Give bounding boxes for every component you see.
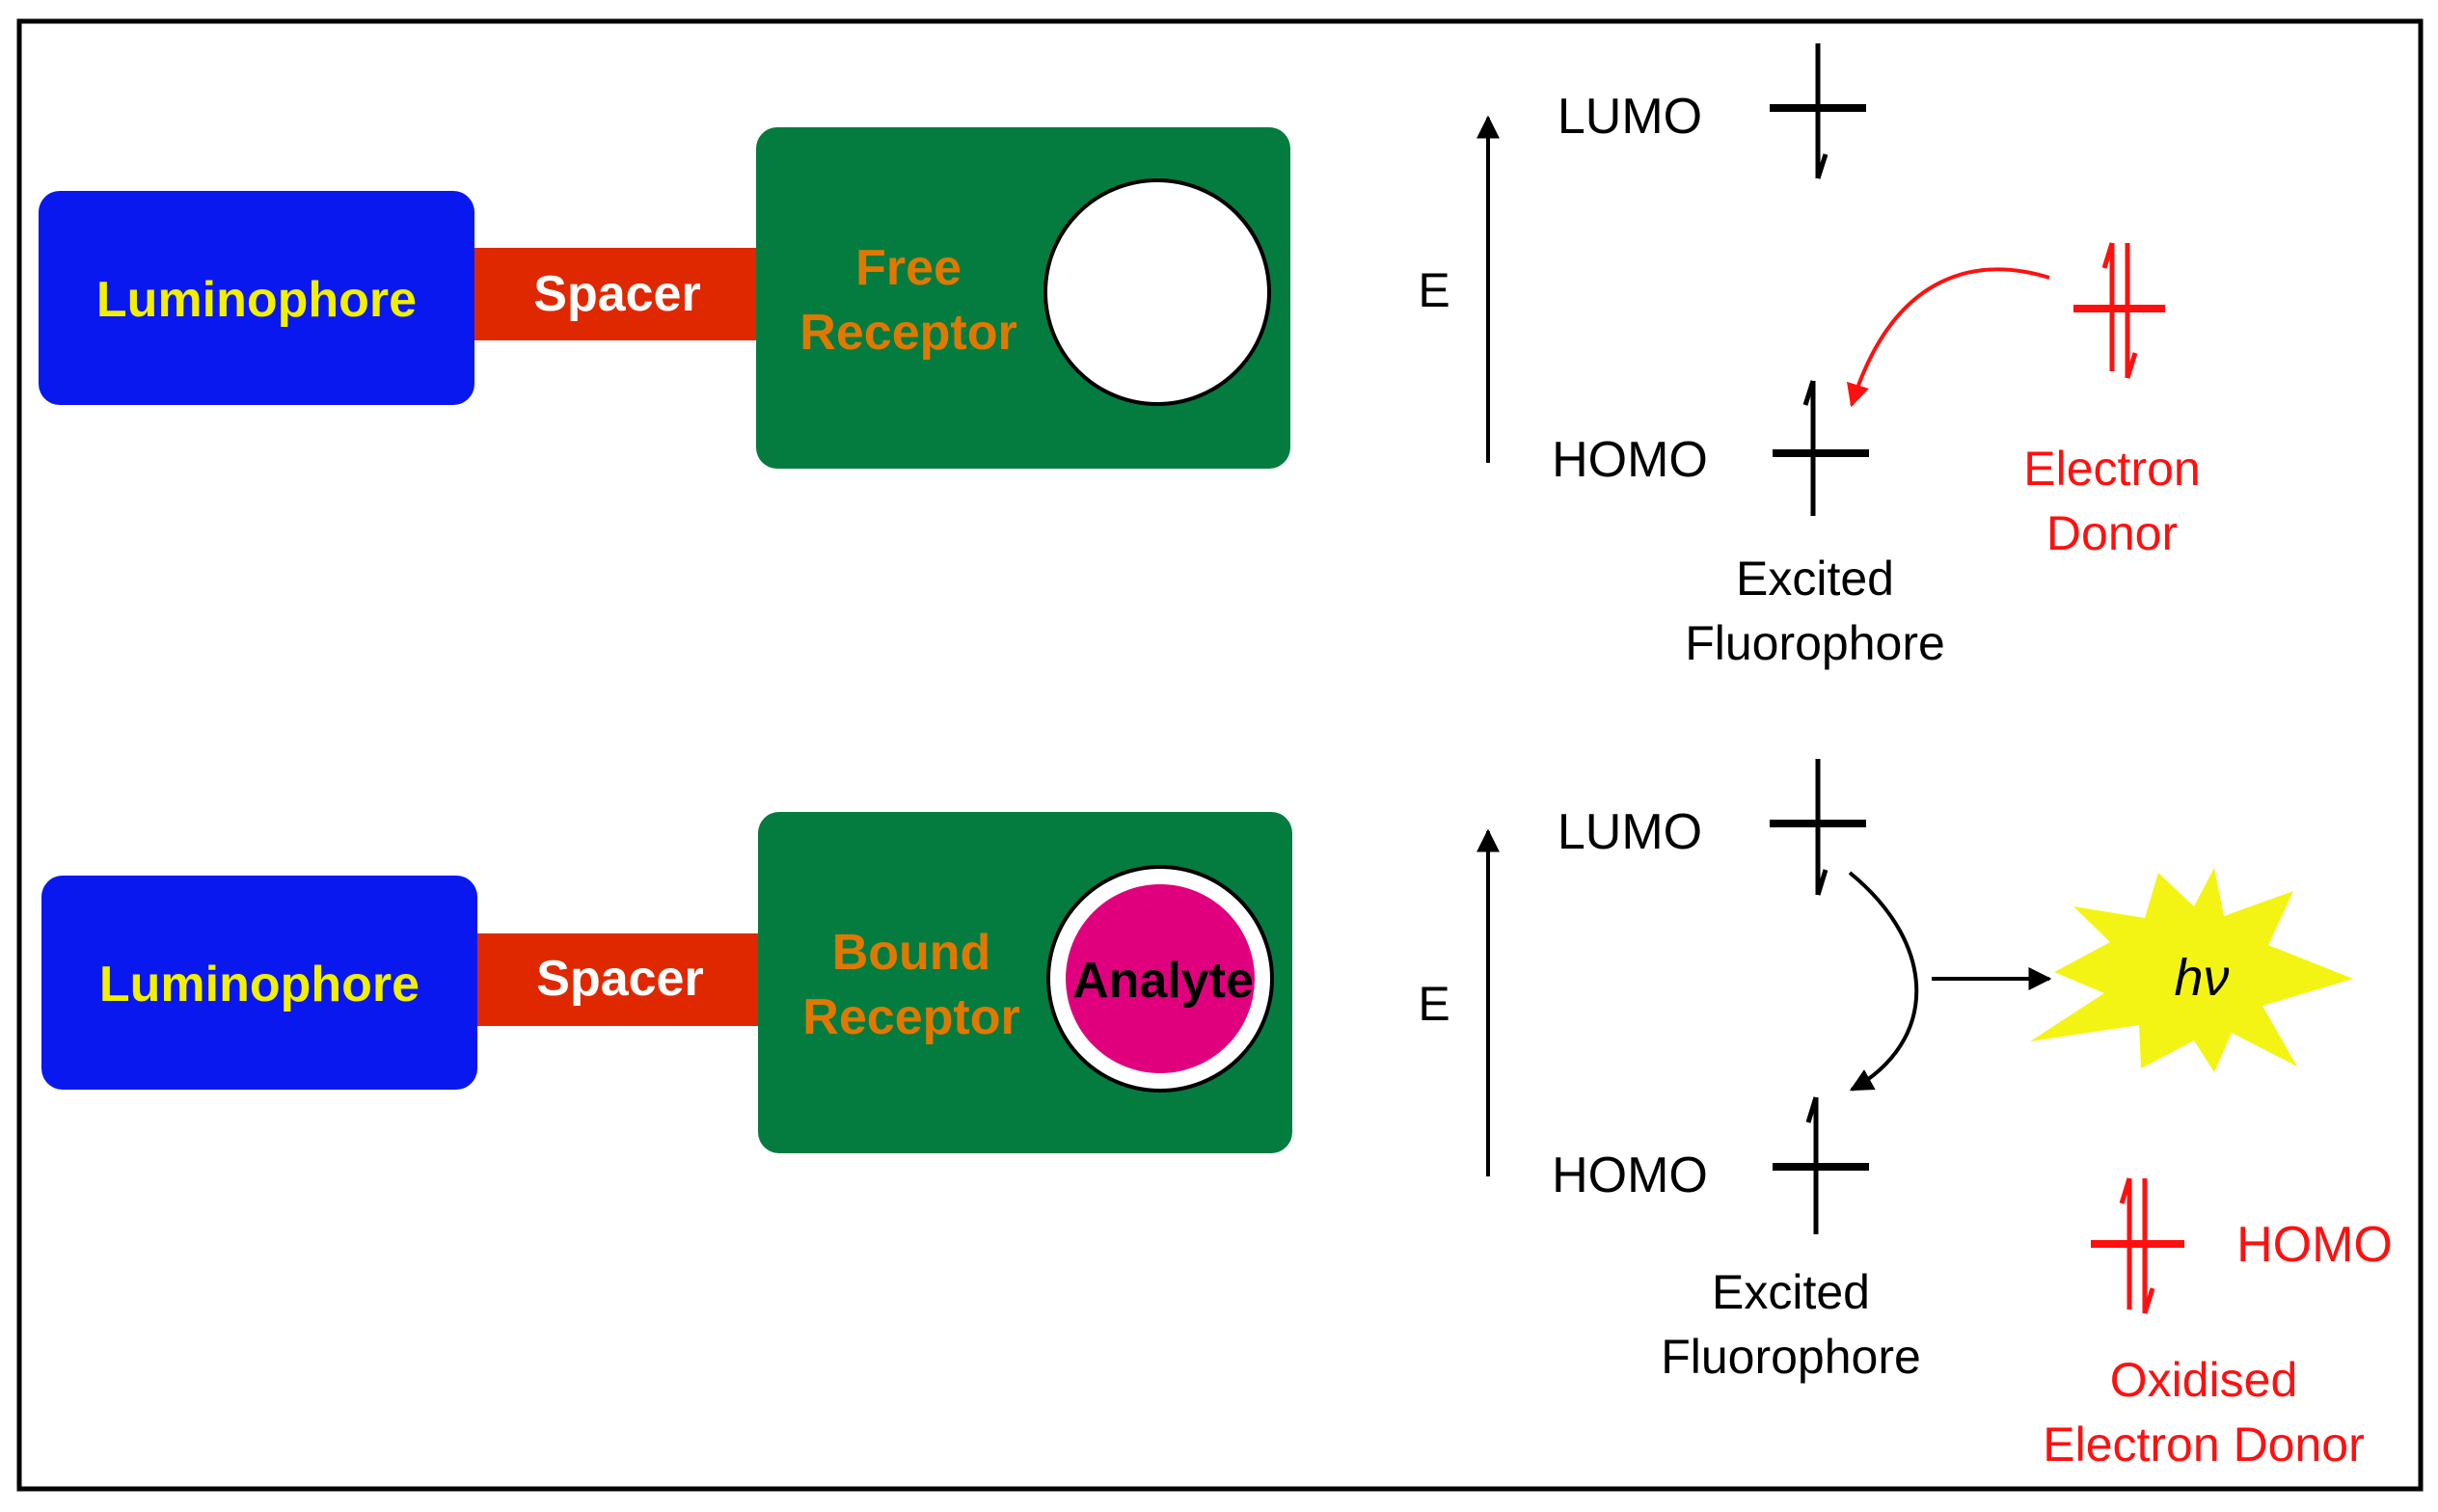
top-lumo-label: LUMO — [1558, 89, 1702, 145]
planck-constant-symbol: h — [2174, 949, 2203, 1007]
donor-label-line2: Donor — [2046, 506, 2178, 560]
bottom-luminophore-box — [41, 876, 477, 1090]
frequency-symbol: ν — [2204, 949, 2230, 1007]
bottom-luminophore-label: Luminophore — [99, 957, 420, 1012]
emission-photon-label: hν — [2174, 949, 2229, 1007]
top-homo-electron-spin-up-icon — [1802, 380, 1816, 516]
top-sensor-construct: Luminophore Spacer Free Receptor — [39, 127, 1290, 469]
bottom-energy-diagram: E LUMO HOMO hν Excited Fluorophore HOMO … — [1418, 759, 2393, 1472]
top-fluorophore-label-line1: Excited — [1736, 552, 1894, 606]
bottom-receptor-label-line2: Receptor — [802, 989, 1019, 1045]
bottom-spacer-box — [473, 933, 767, 1026]
bottom-spacer-label: Spacer — [536, 951, 703, 1007]
top-energy-diagram: E LUMO HOMO Excited Fluorophore Electron… — [1418, 43, 2201, 670]
bottom-homo-label: HOMO — [1552, 1148, 1708, 1203]
bottom-fluorophore-label-line2: Fluorophore — [1661, 1330, 1921, 1384]
oxidised-donor-electron-up-icon — [2119, 1177, 2132, 1310]
top-energy-axis-label: E — [1418, 263, 1449, 317]
relaxation-arrow — [1848, 871, 1919, 1092]
oxidised-donor-label-line1: Oxidised — [2110, 1353, 2298, 1407]
bottom-sensor-construct: Luminophore Spacer Bound Receptor Analyt… — [41, 812, 1292, 1153]
analyte-circle — [1066, 884, 1255, 1073]
oxidised-donor-label-line2: Electron Donor — [2043, 1418, 2365, 1472]
oxidised-donor-electron-down-icon — [2142, 1178, 2155, 1314]
bottom-receptor-label-line1: Bound — [832, 925, 991, 981]
top-lumo-electron-spin-down-icon — [1815, 43, 1828, 179]
top-fluorophore-label-line2: Fluorophore — [1685, 616, 1945, 670]
analyte-label: Analyte — [1072, 953, 1254, 1009]
top-luminophore-label: Luminophore — [96, 272, 417, 328]
top-spacer-label: Spacer — [533, 266, 700, 322]
emission-burst-icon — [2030, 868, 2353, 1072]
top-receptor-label-line1: Free — [855, 240, 962, 296]
electron-transfer-arrow — [1847, 267, 2050, 408]
donor-electron-up-icon — [2101, 242, 2115, 371]
bottom-lumo-electron-spin-down-icon — [1815, 759, 1828, 896]
donor-label-line1: Electron — [2023, 442, 2200, 496]
oxidised-donor-homo-label: HOMO — [2236, 1217, 2393, 1273]
top-spacer-box — [468, 248, 762, 340]
top-homo-label: HOMO — [1552, 432, 1708, 488]
donor-electron-down-icon — [2125, 243, 2138, 379]
top-receptor-label-line2: Receptor — [799, 305, 1016, 361]
top-luminophore-box — [39, 191, 474, 405]
bottom-energy-axis-label: E — [1418, 977, 1449, 1031]
bottom-fluorophore-label-line1: Excited — [1712, 1265, 1870, 1319]
bottom-homo-electron-spin-up-icon — [1805, 1096, 1819, 1234]
bottom-lumo-label: LUMO — [1558, 804, 1702, 860]
empty-binding-site — [1043, 178, 1271, 406]
